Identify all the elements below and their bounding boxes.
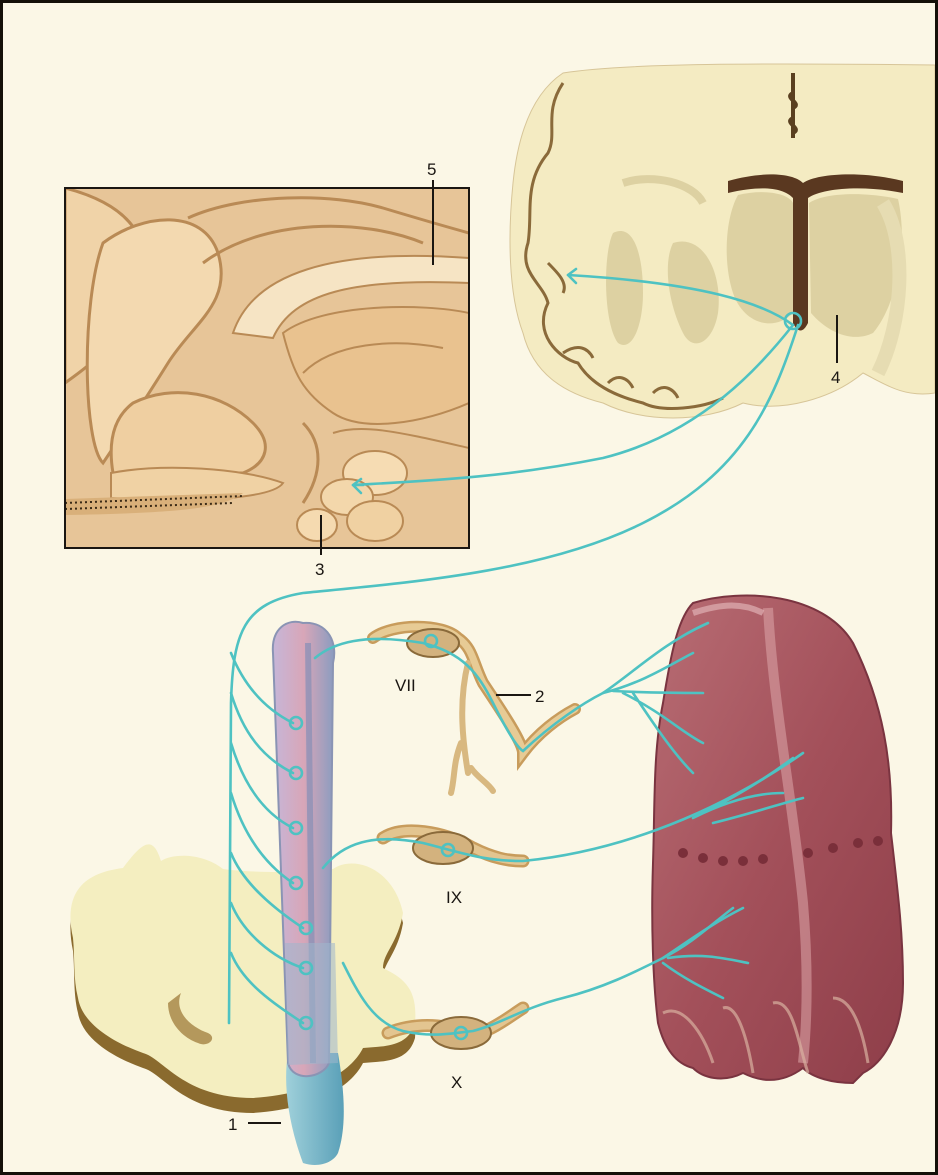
- label-x: X: [451, 1073, 462, 1092]
- medulla-cross-section: [70, 844, 415, 1113]
- label-4: 4: [831, 368, 840, 387]
- sagittal-brain-inset: [65, 188, 469, 548]
- label-2: 2: [535, 687, 544, 706]
- nerve-vii: [373, 627, 575, 793]
- label-5: 5: [427, 160, 436, 179]
- label-1: 1: [228, 1115, 237, 1134]
- coronal-brain-section: [510, 64, 935, 418]
- label-vii: VII: [395, 676, 416, 695]
- illustration: 5 4 3 VII 2 IX X 1: [3, 3, 935, 1172]
- label-3: 3: [315, 560, 324, 579]
- tongue: [652, 596, 903, 1083]
- label-ix: IX: [446, 888, 462, 907]
